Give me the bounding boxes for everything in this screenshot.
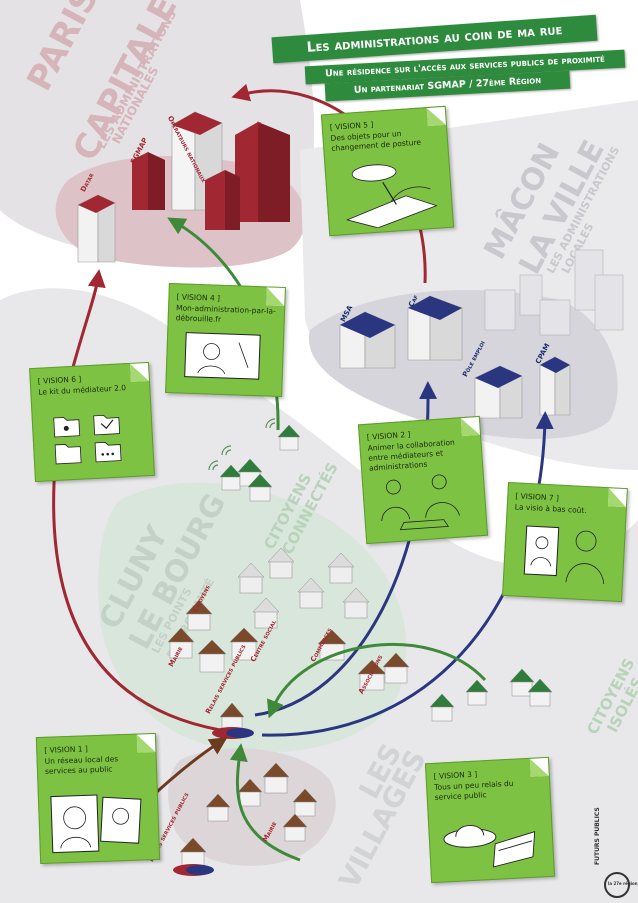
vision-2-card: [ VISION 2 ] Animer la collaboration ent… [357, 415, 489, 545]
vision-6-card: [ VISION 6 ] Le kit du médiateur 2.0 [29, 361, 155, 483]
vision-1-card: [ VISION 1 ] Un réseau local des service… [35, 732, 161, 865]
arrow-cluny-paris [52, 269, 221, 732]
vision-7-card: [ VISION 7 ] La visio à bas coût. [502, 481, 628, 603]
caf-building [407, 295, 463, 361]
vision-2-text: Animer la collaboration entre médiateurs… [367, 437, 456, 473]
signing-illustration [346, 164, 438, 229]
pole-emploi-building [474, 365, 523, 419]
vision-3-card: [ VISION 3 ] Tous un peu relais du servi… [424, 756, 556, 884]
vision-1-text: Un réseau local des services au public [44, 754, 119, 776]
person-icon [50, 794, 142, 854]
vision-4-text: Mon-administration-par-la-débrouille.fr [175, 303, 276, 324]
arrow-villages-bourg [229, 743, 301, 862]
cluny-zone [98, 482, 407, 753]
vision-2-title: [ VISION 2 ] [366, 429, 411, 442]
collaboration-illustration [381, 474, 460, 531]
twenty-seventh-region-logo-text: la 27e région [608, 881, 638, 886]
vision-4-card: [ VISION 4 ] Mon-administration-par-la-d… [165, 282, 286, 398]
vision-5-title: [ VISION 5 ] [329, 119, 374, 132]
vision-4-title: [ VISION 4 ] [176, 292, 221, 303]
futurs-publics-logo: FUTURS PUBLICS [594, 807, 601, 865]
cluny-houses [167, 547, 410, 734]
datar-building [77, 194, 116, 263]
vision-7-title: [ VISION 7 ] [515, 491, 560, 503]
village-houses [179, 762, 318, 869]
vision-6-title: [ VISION 6 ] [37, 374, 82, 386]
monitor-icon [184, 332, 261, 380]
macon-background-buildings [484, 249, 624, 336]
arrow-isolated-bourg [267, 642, 487, 719]
twenty-seventh-region-logo: la 27e région [604, 872, 638, 898]
folder-icon [53, 414, 122, 465]
isolated-houses [429, 668, 553, 722]
msa-building [339, 311, 396, 369]
cup-icon [443, 825, 536, 868]
video-call-illustration [523, 525, 605, 585]
vision-3-text: Tous un peu relais du service public [433, 778, 514, 802]
sgmap-building [132, 152, 165, 210]
vision-5-text: Des objets pour un changement de posture [330, 128, 422, 153]
cpam-building [539, 356, 571, 416]
connected-houses [219, 424, 301, 502]
vision-3-title: [ VISION 3 ] [433, 769, 478, 781]
vision-7-text: La visio à bas coût. [514, 502, 587, 516]
vision-1-title: [ VISION 1 ] [44, 744, 89, 755]
ministeres-building [205, 122, 290, 230]
vision-5-card: [ VISION 5 ] Des objets pour un changeme… [320, 105, 455, 237]
wifi-icon [208, 418, 276, 471]
